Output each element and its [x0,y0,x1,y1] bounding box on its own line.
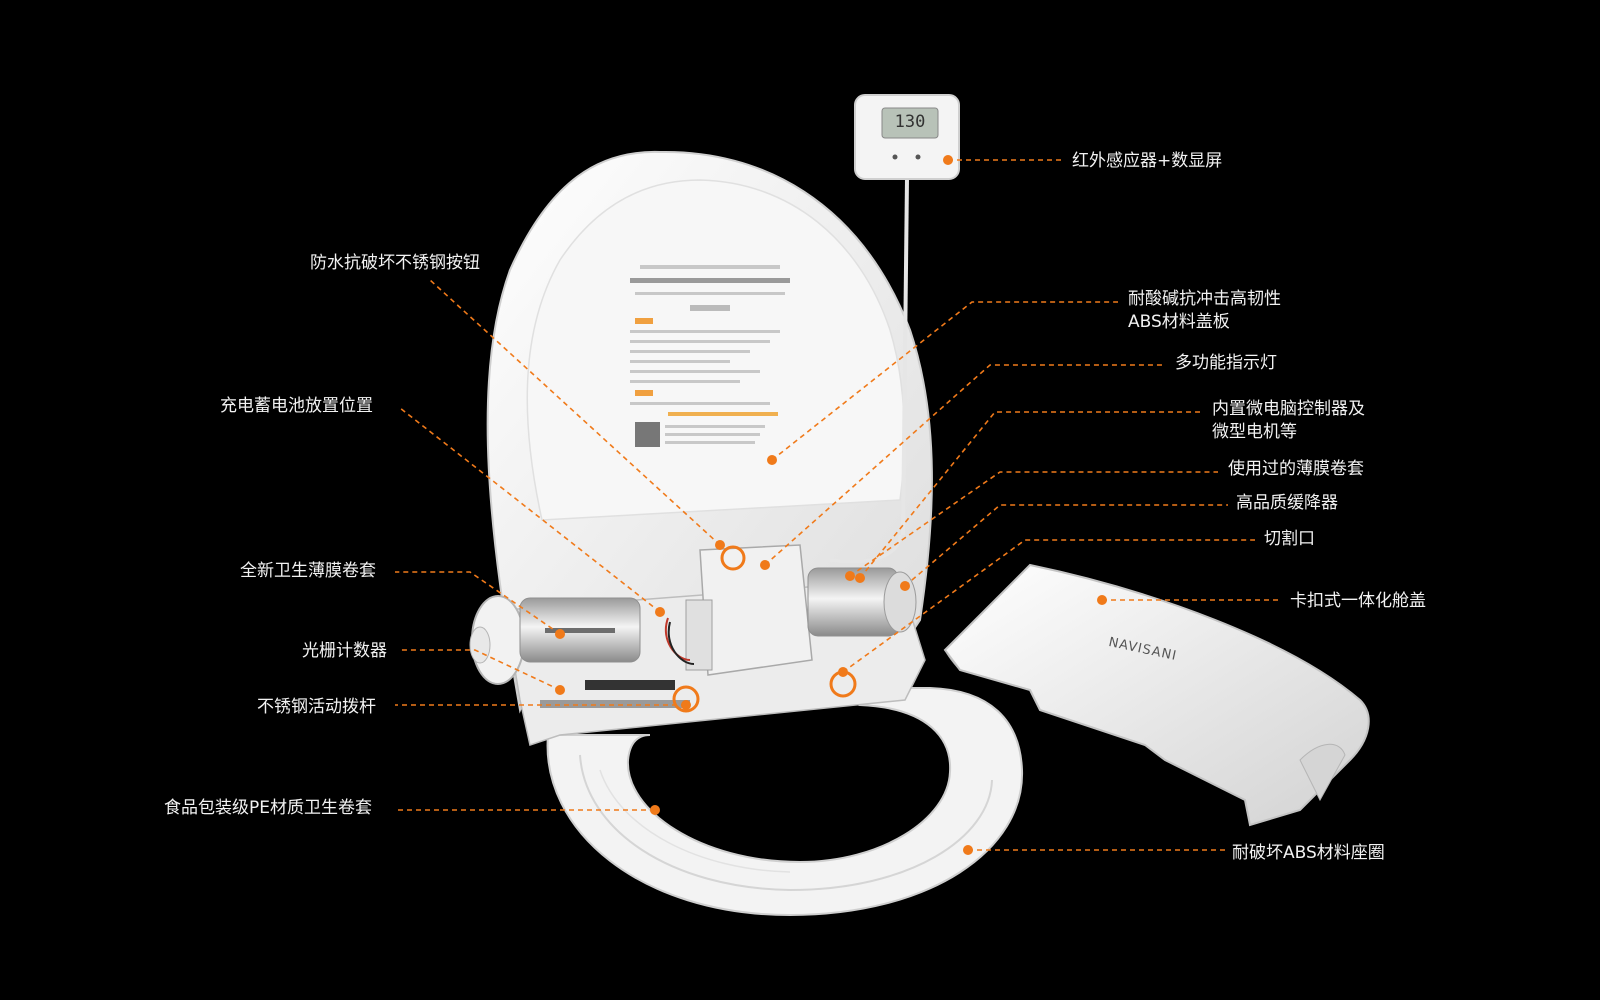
mechanism-base [469,544,926,746]
dot-new-film [555,629,565,639]
leader-used-film [849,471,1218,577]
dot-battery [655,607,665,617]
dot-damper [900,581,910,591]
label-battery: 充电蓄电池放置位置 [220,396,373,416]
snap-cover-part [943,563,1370,827]
dot-lever [681,700,691,710]
label-damper: 高品质缓降器 [1236,493,1338,513]
lid-sticker [630,265,790,447]
display-reading: 130 [894,112,926,132]
label-infrared-sensor: 红外感应器+数显屏 [1072,151,1223,171]
label-snap-cover: 卡扣式一体化舱盖 [1290,591,1426,611]
leader-grating-counter [400,649,561,691]
label-cut-slot: 切割口 [1264,529,1315,549]
dot-abs-seat [963,845,973,855]
leader-battery [399,407,661,613]
dot-used-film [845,571,855,581]
label-grating-counter: 光栅计数器 [302,641,387,661]
callout-leaders [395,159,1282,851]
callout-dots [555,155,1107,855]
label-stainless-button: 防水抗破坏不锈钢按钮 [310,253,480,273]
leader-stainless-button [429,279,721,546]
label-pe-film: 食品包装级PE材质卫生卷套 [164,798,372,818]
label-used-film: 使用过的薄膜卷套 [1228,459,1364,479]
dot-infrared-sensor [943,155,953,165]
leader-new-film [395,571,561,635]
leader-cut-slot [842,539,1255,673]
dot-controller [855,573,865,583]
dot-cut-slot [838,667,848,677]
label-indicator: 多功能指示灯 [1175,353,1277,373]
label-new-film: 全新卫生薄膜卷套 [240,561,376,581]
dot-snap-cover [1097,595,1107,605]
leader-indicator [764,364,1165,566]
dot-abs-cover [767,455,777,465]
label-abs-seat: 耐破坏ABS材料座圈 [1232,843,1385,863]
dot-pe-film [650,805,660,815]
label-lever: 不锈钢活动拨杆 [257,697,376,717]
leader-abs-cover [771,301,1118,461]
dot-stainless-button [715,540,725,550]
dot-grating-counter [555,685,565,695]
dot-indicator [760,560,770,570]
label-controller: 内置微电脑控制器及微型电机等 [1212,399,1365,442]
